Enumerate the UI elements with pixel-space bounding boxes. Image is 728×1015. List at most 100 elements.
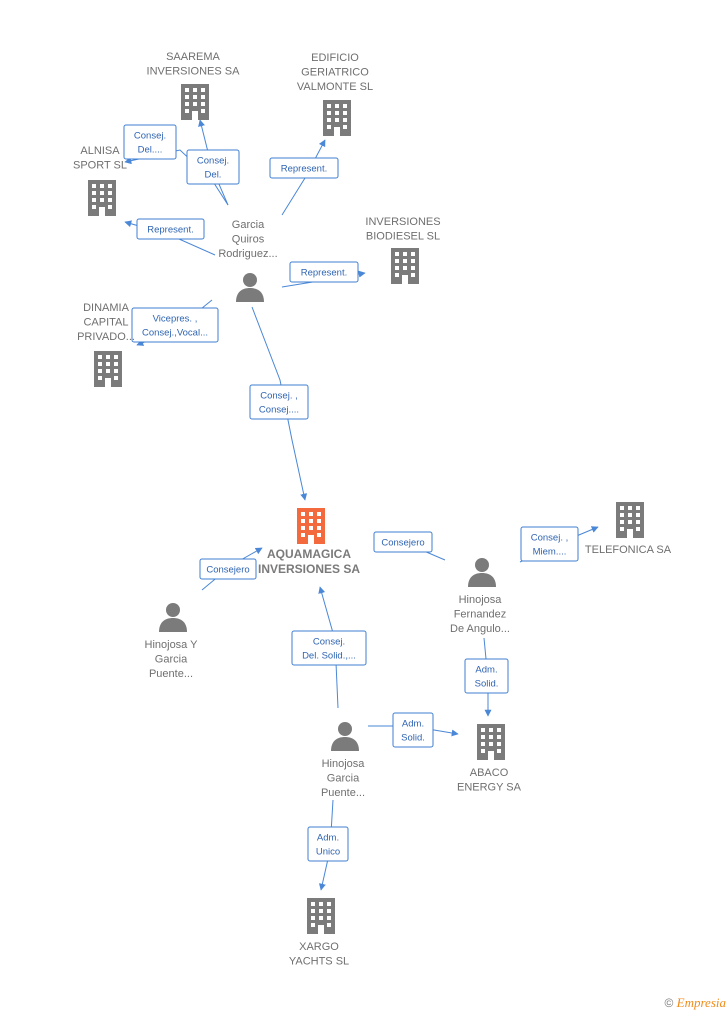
- node-label: YACHTS SL: [289, 956, 349, 968]
- edge-label-text: Consej....: [259, 405, 299, 416]
- node-label: De Angulo...: [450, 623, 510, 635]
- node-label: PRIVADO...: [77, 331, 135, 343]
- node-dinamia[interactable]: DINAMIA CAPITAL PRIVADO...: [77, 302, 135, 387]
- edge-label-e14[interactable]: Adm.Unico: [307, 826, 349, 862]
- edge-label-e6[interactable]: Vicepres. , Consej.,Vocal...: [131, 307, 219, 343]
- edge-label-text: Represent.: [301, 268, 347, 279]
- node-alnisa[interactable]: ALNISA SPORT SL: [73, 145, 127, 216]
- node-label: INVERSIONES SA: [147, 66, 241, 78]
- edge-label-text: Consejero: [206, 565, 249, 576]
- edge-label-text: Adm.: [402, 719, 424, 730]
- edge-label-box: [373, 531, 433, 553]
- node-label: Hinojosa Y: [145, 639, 199, 651]
- node-label: DINAMIA: [83, 302, 130, 314]
- building-icon: [616, 502, 644, 538]
- edge-label-box: [520, 526, 579, 562]
- node-label: Fernandez: [454, 609, 507, 621]
- edge-label-text: Consej. ,: [260, 391, 298, 402]
- node-label: Rodriguez...: [218, 248, 277, 260]
- building-icon: [477, 724, 505, 760]
- edge-label-e10[interactable]: Consejero: [373, 531, 433, 553]
- node-label: AQUAMAGICA: [267, 547, 351, 561]
- edge-label-text: Adm.: [475, 665, 497, 676]
- edge-label-text: Consej.,Vocal...: [142, 328, 208, 339]
- edge-label-text: Del....: [138, 145, 163, 156]
- copyright-symbol: ©: [664, 996, 674, 1010]
- edge-label-text: Solid.: [401, 733, 425, 744]
- node-label: VALMONTE SL: [297, 81, 373, 93]
- edge-label-box: [392, 712, 434, 748]
- footer-brand: © Empresia: [664, 995, 726, 1011]
- building-icon: [88, 180, 116, 216]
- node-hgarciay[interactable]: Hinojosa Y GarciaPuente...: [145, 603, 199, 680]
- edge-label-e9[interactable]: Consej. , Miem....: [520, 526, 579, 562]
- edge-label-box: [307, 826, 349, 862]
- person-icon: [468, 558, 496, 587]
- node-label: SPORT SL: [73, 160, 127, 172]
- building-icon: [391, 248, 419, 284]
- node-label: Hinojosa: [322, 758, 366, 770]
- edge-label-box: [464, 658, 509, 694]
- building-icon: [94, 351, 122, 387]
- edge-label-e11[interactable]: Consej.Del. Solid.,...: [291, 630, 367, 666]
- edge-label-text: Consej. ,: [531, 533, 569, 544]
- edge-label-text: Unico: [316, 847, 340, 858]
- edge-label-e4[interactable]: Represent.: [136, 218, 205, 240]
- person-icon: [331, 722, 359, 751]
- edge-label-e8[interactable]: Consejero: [199, 558, 257, 580]
- person-icon: [159, 603, 187, 632]
- node-telefonica[interactable]: TELEFONICA SA: [585, 502, 672, 556]
- node-label: BIODIESEL SL: [366, 231, 440, 243]
- node-label: CAPITAL: [83, 317, 128, 329]
- node-label: Quiros: [232, 234, 265, 246]
- edge-label-e7[interactable]: Consej. , Consej....: [249, 384, 309, 420]
- person-icon: [236, 273, 264, 302]
- edge-label-e2[interactable]: Consej. Del.: [186, 149, 240, 185]
- edge-label-text: Solid.: [475, 679, 499, 690]
- edge-label-text: Vicepres. ,: [153, 314, 198, 325]
- edge-label-box: [199, 558, 257, 580]
- node-label: INVERSIONES SA: [258, 562, 360, 576]
- edge-label-box: [249, 384, 309, 420]
- edge-label-box: [123, 124, 177, 160]
- building-icon: [307, 898, 335, 934]
- node-label: TELEFONICA SA: [585, 544, 672, 556]
- edge-label-text: Consejero: [381, 538, 424, 549]
- node-label: Garcia: [327, 773, 360, 785]
- node-hgarcia[interactable]: HinojosaGarciaPuente...: [321, 722, 365, 799]
- edge-label-box: [269, 157, 339, 179]
- edge-label-text: Represent.: [281, 164, 327, 175]
- edge-label-text: Del.: [205, 170, 222, 181]
- edge-label-text: Represent.: [147, 225, 193, 236]
- edge-label-e12[interactable]: Adm. Solid.: [464, 658, 509, 694]
- brand-logo: Empresia: [676, 995, 726, 1010]
- edge-label-e5[interactable]: Represent.: [289, 261, 359, 283]
- node-label: ENERGY SA: [457, 782, 522, 794]
- edge-label-text: Miem....: [533, 547, 567, 558]
- node-label: ALNISA: [80, 145, 120, 157]
- edge-label-box: [136, 218, 205, 240]
- building-icon: [297, 508, 325, 544]
- node-label: Hinojosa: [459, 594, 503, 606]
- node-label: Puente...: [149, 668, 193, 680]
- building-icon: [323, 100, 351, 136]
- edge-label-text: Consej.: [197, 156, 229, 167]
- node-label: GERIATRICO: [301, 67, 369, 79]
- node-label: Garcia: [232, 219, 265, 231]
- node-biodiesel[interactable]: INVERSIONES BIODIESEL SL: [365, 216, 441, 284]
- edge-label-e1[interactable]: Consej.Del....: [123, 124, 177, 160]
- node-label: Garcia: [155, 654, 188, 666]
- edge-label-e3[interactable]: Represent.: [269, 157, 339, 179]
- edge-label-box: [289, 261, 359, 283]
- node-label: INVERSIONES: [365, 216, 440, 228]
- edge-label-text: Del. Solid.,...: [302, 651, 356, 662]
- node-garcia[interactable]: GarciaQuirosRodriguez...: [218, 219, 278, 302]
- edge-label-e13[interactable]: Adm. Solid.: [392, 712, 434, 748]
